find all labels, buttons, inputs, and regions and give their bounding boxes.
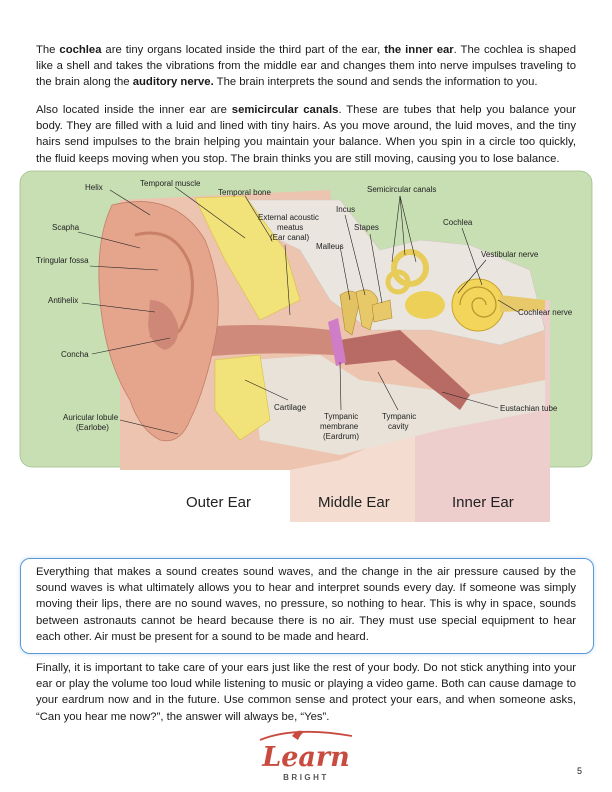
- canal-ring-1: [391, 249, 429, 287]
- label-malleus: Malleus: [316, 242, 344, 251]
- label-cochlear-nerve: Cochlear nerve: [518, 308, 573, 317]
- canal-ring-2: [385, 269, 411, 295]
- label-concha: Concha: [61, 350, 89, 359]
- label-earlobe: (Earlobe): [76, 423, 109, 432]
- label-cochlea: Cochlea: [443, 218, 473, 227]
- auricle-shape: [98, 201, 219, 442]
- label-external-acoustic: External acoustic: [258, 213, 319, 222]
- stapes-shape: [371, 299, 393, 323]
- lower-bone-shape: [250, 355, 545, 455]
- label-antihelix: Antihelix: [48, 296, 78, 305]
- zone-title-middle-ear: Middle Ear: [318, 494, 390, 511]
- label-temporal-muscle: Temporal muscle: [140, 179, 201, 188]
- leader-lines: [77, 186, 519, 435]
- paragraph-semicircular-canals: Also located inside the inner ear are se…: [36, 104, 576, 165]
- label-tympanic-membrane-2: membrane: [320, 422, 359, 431]
- middle-ear-zone: [290, 300, 415, 522]
- logo-flame-icon: [292, 730, 304, 740]
- label-tympanic-cavity-2: cavity: [388, 422, 408, 431]
- inner-ear-zone: [415, 300, 550, 522]
- cartilage-shape: [214, 354, 271, 441]
- label-eustachian-tube: Eustachian tube: [500, 404, 558, 413]
- label-stapes: Stapes: [354, 223, 379, 232]
- ear-canal-shape: [170, 325, 335, 360]
- label-cartilage: Cartilage: [274, 403, 307, 412]
- skin-area: [120, 190, 545, 470]
- label-tympanic-cavity-1: Tympanic: [382, 412, 416, 421]
- incus-shape: [355, 289, 379, 331]
- label-semicircular-canals: Semicircular canals: [367, 185, 436, 194]
- logo-word: Learn: [261, 742, 350, 773]
- nerve-shape: [500, 295, 545, 312]
- concha-shape: [148, 300, 179, 350]
- paragraph-cochlea: The cochlea are tiny organs located insi…: [36, 44, 576, 89]
- eustachian-tube-shape: [340, 330, 470, 410]
- paragraph-sound-waves: Everything that makes a sound creates so…: [36, 566, 576, 643]
- logo-sub: BRIGHT: [283, 773, 329, 782]
- label-helix: Helix: [85, 183, 103, 192]
- label-scapha: Scapha: [52, 223, 80, 232]
- label-tringular-fossa: Tringular fossa: [36, 256, 89, 265]
- label-incus: Incus: [336, 205, 355, 214]
- cochlea-spiral: [459, 286, 497, 318]
- label-ear-canal: (Ear canal): [270, 233, 309, 242]
- malleus-shape: [339, 290, 361, 336]
- vestibule-shape: [405, 291, 445, 319]
- label-meatus: meatus: [277, 223, 303, 232]
- callout-box: [20, 558, 594, 654]
- label-eardrum: (Eardrum): [323, 432, 359, 441]
- temporal-bone-shape: [194, 199, 546, 346]
- eardrum-shape: [328, 318, 346, 366]
- cochlea-shape: [451, 278, 505, 332]
- antihelix-shape: [134, 231, 194, 341]
- logo-swoosh: [259, 730, 353, 741]
- zone-title-inner-ear: Inner Ear: [452, 494, 514, 511]
- label-tympanic-membrane-1: Tympanic: [324, 412, 358, 421]
- page-number: 5: [577, 766, 583, 776]
- label-vestibular-nerve: Vestibular nerve: [481, 250, 539, 259]
- temporal-muscle-shape: [194, 195, 301, 321]
- label-auricular-lobule: Auricular lobule: [63, 413, 119, 422]
- zone-title-outer-ear: Outer Ear: [186, 494, 251, 511]
- label-temporal-bone: Temporal bone: [218, 188, 271, 197]
- paragraph-ear-care: Finally, it is important to take care of…: [36, 662, 576, 723]
- learn-bright-logo: Learn BRIGHT: [259, 730, 353, 782]
- diagram-panel: [19, 170, 593, 468]
- outer-ear-zone: [120, 300, 290, 522]
